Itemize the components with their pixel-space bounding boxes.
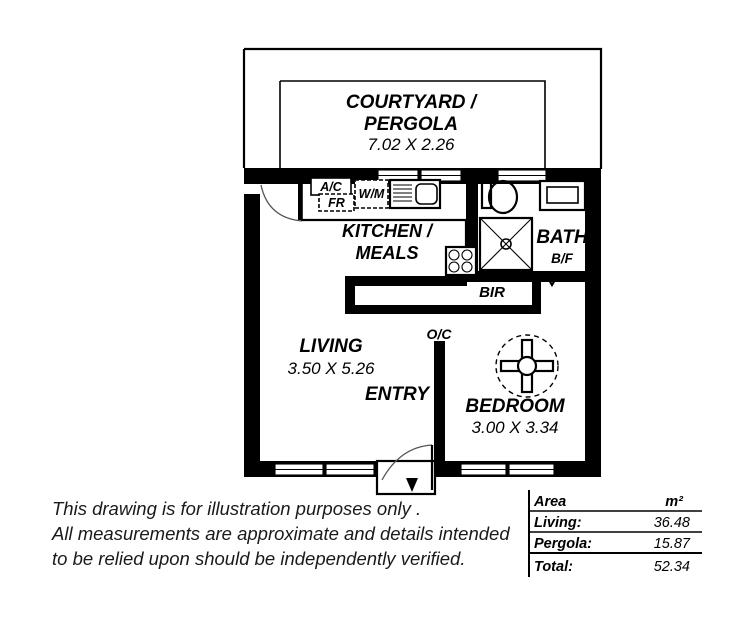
ceiling-fan-icon <box>495 334 559 398</box>
bedroom-label: BEDROOM <box>465 396 565 417</box>
disclaimer-line-1: This drawing is for illustration purpose… <box>52 498 421 519</box>
courtyard-dimensions: 7.02 X 2.26 <box>368 135 456 154</box>
area-table-header-label: Area <box>533 494 566 510</box>
area-row-total-value: 52.34 <box>654 559 690 575</box>
area-table-header-unit: m² <box>665 494 684 510</box>
fridge-label: FR <box>328 196 345 210</box>
washing-machine-unit: W/M <box>354 179 389 209</box>
disclaimer-line-2: All measurements are approximate and det… <box>51 523 510 544</box>
wall-bedroom-divider <box>434 341 445 462</box>
area-row-pergola-value: 15.87 <box>654 536 691 552</box>
bifold-door-marker <box>544 272 560 288</box>
area-row-living-value: 36.48 <box>654 515 690 531</box>
shower <box>478 216 534 272</box>
wall-kitchen-return <box>298 176 302 220</box>
kitchen-label-line2: MEALS <box>356 243 419 263</box>
windows <box>274 169 555 476</box>
wall-bir-top <box>345 276 467 286</box>
kitchen-label-line1: KITCHEN / <box>342 221 434 241</box>
doors <box>260 176 437 496</box>
bifold-label: B/F <box>551 251 574 266</box>
kitchen-fixtures: A/C FR W/M <box>302 177 478 277</box>
wall-opening-left <box>244 184 260 194</box>
room-labels: COURTYARD / PERGOLA 7.02 X 2.26 KITCHEN … <box>288 92 589 437</box>
window-bottom-bedroom-2 <box>508 463 555 476</box>
toilet <box>480 179 519 215</box>
wall-right <box>585 168 601 477</box>
wall-oc-stub <box>434 341 445 357</box>
living-dimensions: 3.50 X 5.26 <box>288 359 376 378</box>
bir-label: BIR <box>479 284 505 301</box>
window-bottom-living-1 <box>274 463 324 476</box>
kitchen-sink <box>388 178 442 210</box>
door-courtyard <box>260 176 303 222</box>
wall-left <box>244 168 260 477</box>
wall-bir-left <box>345 276 355 314</box>
disclaimer-block: This drawing is for illustration purpose… <box>51 498 510 569</box>
area-table: Area m² Living: 36.48 Pergola: 15.87 Tot… <box>528 490 702 577</box>
fridge-unit: FR <box>318 193 355 212</box>
window-bottom-living-2 <box>325 463 375 476</box>
area-row-total-label: Total: <box>534 559 573 575</box>
entry-label: ENTRY <box>365 384 431 405</box>
entry-direction-arrow <box>406 478 418 492</box>
bath-label: BATH <box>536 227 589 248</box>
courtyard-outline <box>242 47 603 169</box>
bathroom-fixtures <box>478 179 587 288</box>
air-conditioner-label: A/C <box>319 180 343 194</box>
wall-bir-bottom <box>345 305 541 314</box>
area-row-living-label: Living: <box>534 515 582 531</box>
window-bottom-bedroom-1 <box>460 463 507 476</box>
door-entry <box>375 444 437 496</box>
bedroom-dimensions: 3.00 X 3.34 <box>472 418 559 437</box>
wall-bath-bottom <box>466 271 585 282</box>
washing-machine-label: W/M <box>359 187 385 201</box>
air-conditioner-unit: A/C <box>310 177 352 196</box>
courtyard-label-line1: COURTYARD / <box>346 92 478 113</box>
living-label: LIVING <box>299 336 363 357</box>
courtyard-label-line2: PERGOLA <box>364 114 458 135</box>
wall-bir-right <box>532 276 541 314</box>
vanity-basin <box>538 179 587 212</box>
disclaimer-line-3: to be relied upon should be independentl… <box>52 548 465 569</box>
area-row-pergola-label: Pergola: <box>534 536 592 552</box>
cooktop <box>444 245 478 277</box>
open-cupboard-label: O/C <box>427 326 453 342</box>
window-top-3 <box>497 169 547 182</box>
